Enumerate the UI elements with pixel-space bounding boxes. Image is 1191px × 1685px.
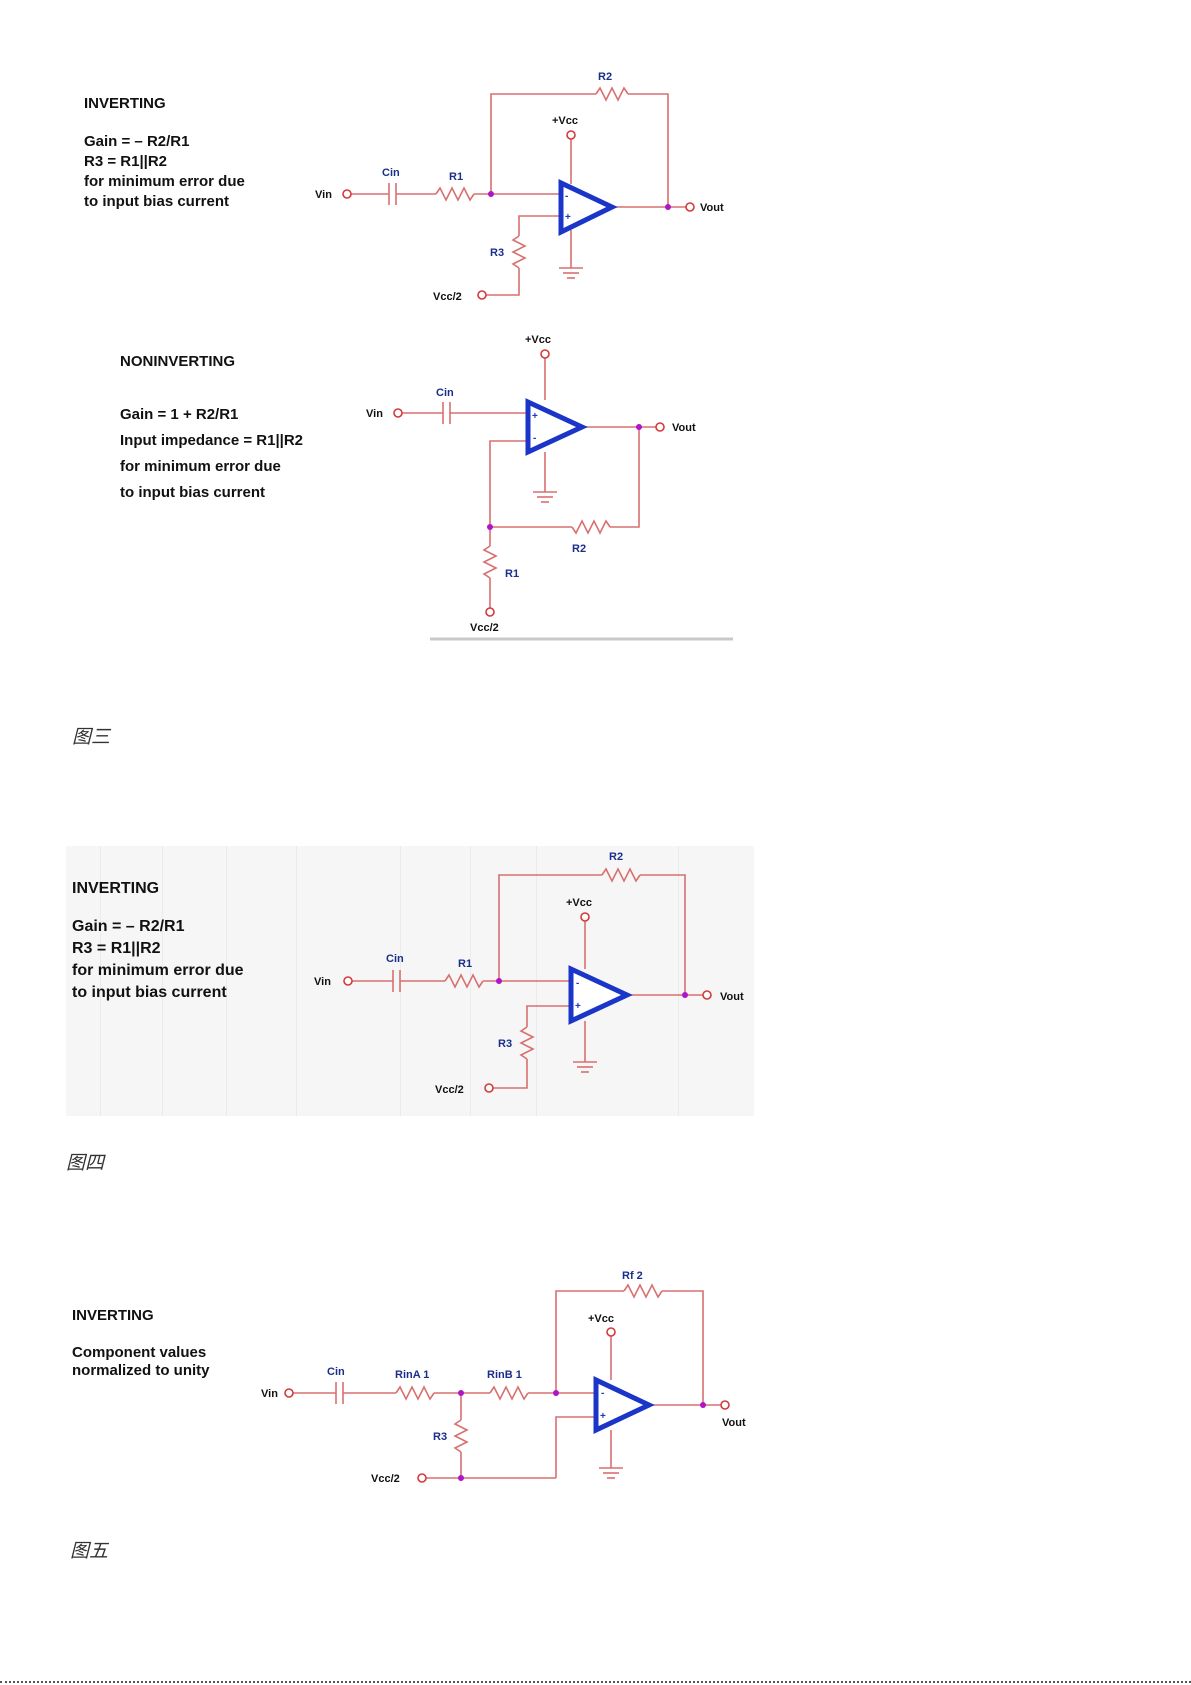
- fig3-noninverting-cin-label: Cin: [436, 387, 454, 399]
- fig3-noninverting-vcc-label: +Vcc: [525, 334, 551, 346]
- fig5-vin-terminal: [284, 1388, 294, 1398]
- fig3-inverting-cin-label: Cin: [382, 167, 400, 179]
- fig4-line-2: R3 = R1||R2: [72, 940, 161, 957]
- fig4-vcc-label: +Vcc: [566, 897, 592, 909]
- fig3-inverting-schematic: - + R2 +Vcc Cin R1 Vin Vout R3 Vcc/2: [315, 71, 724, 303]
- fig5-caption: 图五: [70, 1540, 109, 1562]
- fig3-noninverting-vin-label: Vin: [366, 408, 383, 420]
- fig5-line-1: Component values: [72, 1344, 207, 1361]
- fig5-vcc-label: +Vcc: [588, 1313, 614, 1325]
- fig4-cin-label: Cin: [386, 953, 404, 965]
- svg-text:-: -: [576, 978, 579, 989]
- fig4-vout-label: Vout: [720, 991, 744, 1003]
- fig4-caption: 图四: [66, 1152, 105, 1174]
- fig3-inverting-r1-label: R1: [449, 171, 463, 183]
- fig3-noninverting-schematic: + - +Vcc Cin Vin Vout R2 R1 Vcc/2: [366, 334, 733, 641]
- fig3-inverting-line-1: Gain = – R2/R1: [84, 133, 190, 150]
- fig3-inverting-vcc2-label: Vcc/2: [433, 291, 462, 303]
- fig5-description: INVERTING Component values normalized to…: [72, 1306, 210, 1380]
- fig4-opamp: [568, 965, 633, 1025]
- fig3-noninverting-line-3: for minimum error due: [120, 458, 281, 475]
- fig4-schematic: - + R2 +Vcc Cin R1 Vin Vout R3 Vcc/2: [314, 851, 744, 1096]
- fig3-noninverting-line-1: Gain = 1 + R2/R1: [120, 406, 239, 423]
- fig3-inverting-heading: INVERTING: [84, 95, 166, 112]
- fig5-schematic: - + Rf 2 +Vcc Cin RinA 1 RinB 1 Vin Vout…: [261, 1270, 746, 1485]
- svg-text:+: +: [600, 1411, 606, 1422]
- page-bottom-border: [0, 1681, 1191, 1683]
- fig4-description: INVERTING Gain = – R2/R1 R3 = R1||R2 for…: [72, 878, 244, 1004]
- fig3-noninverting-opamp: [525, 398, 588, 456]
- fig5-vout-label: Vout: [722, 1417, 746, 1429]
- svg-text:+: +: [532, 411, 538, 422]
- fig4-r1-label: R1: [458, 958, 472, 970]
- fig5-rina-label: RinA 1: [395, 1369, 429, 1381]
- fig4-line-4: to input bias current: [72, 984, 227, 1001]
- fig3-noninverting-heading: NONINVERTING: [120, 353, 236, 370]
- fig5-cin-label: Cin: [327, 1366, 345, 1378]
- fig3-noninverting-vout-terminal: [655, 422, 665, 432]
- fig3-inverting-vcc-label: +Vcc: [552, 115, 578, 127]
- fig3-caption: 图三: [72, 726, 111, 748]
- fig3-inverting-vout-label: Vout: [700, 202, 724, 214]
- fig5-rf-label: Rf 2: [622, 1270, 643, 1282]
- fig5-vout-terminal: [720, 1400, 730, 1410]
- fig3-inverting-r3-label: R3: [490, 247, 504, 259]
- fig4-vcc2-label: Vcc/2: [435, 1084, 464, 1096]
- fig4-r2-label: R2: [609, 851, 623, 863]
- fig4-vout-terminal: [702, 990, 712, 1000]
- fig3-inverting-opamp: [558, 179, 618, 237]
- fig5-vcc2-label: Vcc/2: [371, 1473, 400, 1485]
- fig3-inverting-line-2: R3 = R1||R2: [84, 153, 168, 170]
- svg-text:-: -: [601, 1388, 604, 1399]
- fig4-line-1: Gain = – R2/R1: [72, 918, 185, 935]
- fig5-r3-label: R3: [433, 1431, 447, 1443]
- fig3-inverting-vin-terminal: [342, 189, 352, 199]
- fig3-noninverting-r2-label: R2: [572, 543, 586, 555]
- fig3-inverting-line-3: for minimum error due: [84, 173, 245, 190]
- fig5-line-2: normalized to unity: [72, 1362, 210, 1379]
- svg-text:+: +: [575, 1001, 581, 1012]
- fig3-noninverting-line-4: to input bias current: [120, 484, 266, 501]
- fig3-noninverting-r1-label: R1: [505, 568, 519, 580]
- fig4-vin-label: Vin: [314, 976, 331, 988]
- svg-text:+: +: [565, 212, 571, 223]
- fig5-vin-label: Vin: [261, 1388, 278, 1400]
- fig3-noninverting-vout-label: Vout: [672, 422, 696, 434]
- fig5-heading: INVERTING: [72, 1307, 154, 1324]
- fig3-inverting-vin-label: Vin: [315, 189, 332, 201]
- svg-text:-: -: [565, 191, 568, 202]
- fig4-line-3: for minimum error due: [72, 962, 244, 979]
- fig4-r3-label: R3: [498, 1038, 512, 1050]
- fig3-inverting-r2-label: R2: [598, 71, 612, 83]
- fig3-noninverting-vin-terminal: [393, 408, 403, 418]
- fig5-rinb-label: RinB 1: [487, 1369, 522, 1381]
- fig4-vin-terminal: [343, 976, 353, 986]
- fig3-inverting-line-4: to input bias current: [84, 193, 230, 210]
- fig4-heading: INVERTING: [72, 880, 160, 897]
- fig3-inverting-description: INVERTING Gain = – R2/R1 R3 = R1||R2 for…: [84, 94, 245, 212]
- fig5-opamp: [593, 1376, 655, 1434]
- fig3-noninverting-line-2: Input impedance = R1||R2: [120, 432, 304, 449]
- fig3-noninverting-description: NONINVERTING Gain = 1 + R2/R1 Input impe…: [120, 352, 303, 506]
- svg-text:-: -: [533, 433, 536, 444]
- fig3-inverting-vout-terminal: [685, 202, 695, 212]
- fig3-noninverting-vcc2-label: Vcc/2: [470, 622, 499, 634]
